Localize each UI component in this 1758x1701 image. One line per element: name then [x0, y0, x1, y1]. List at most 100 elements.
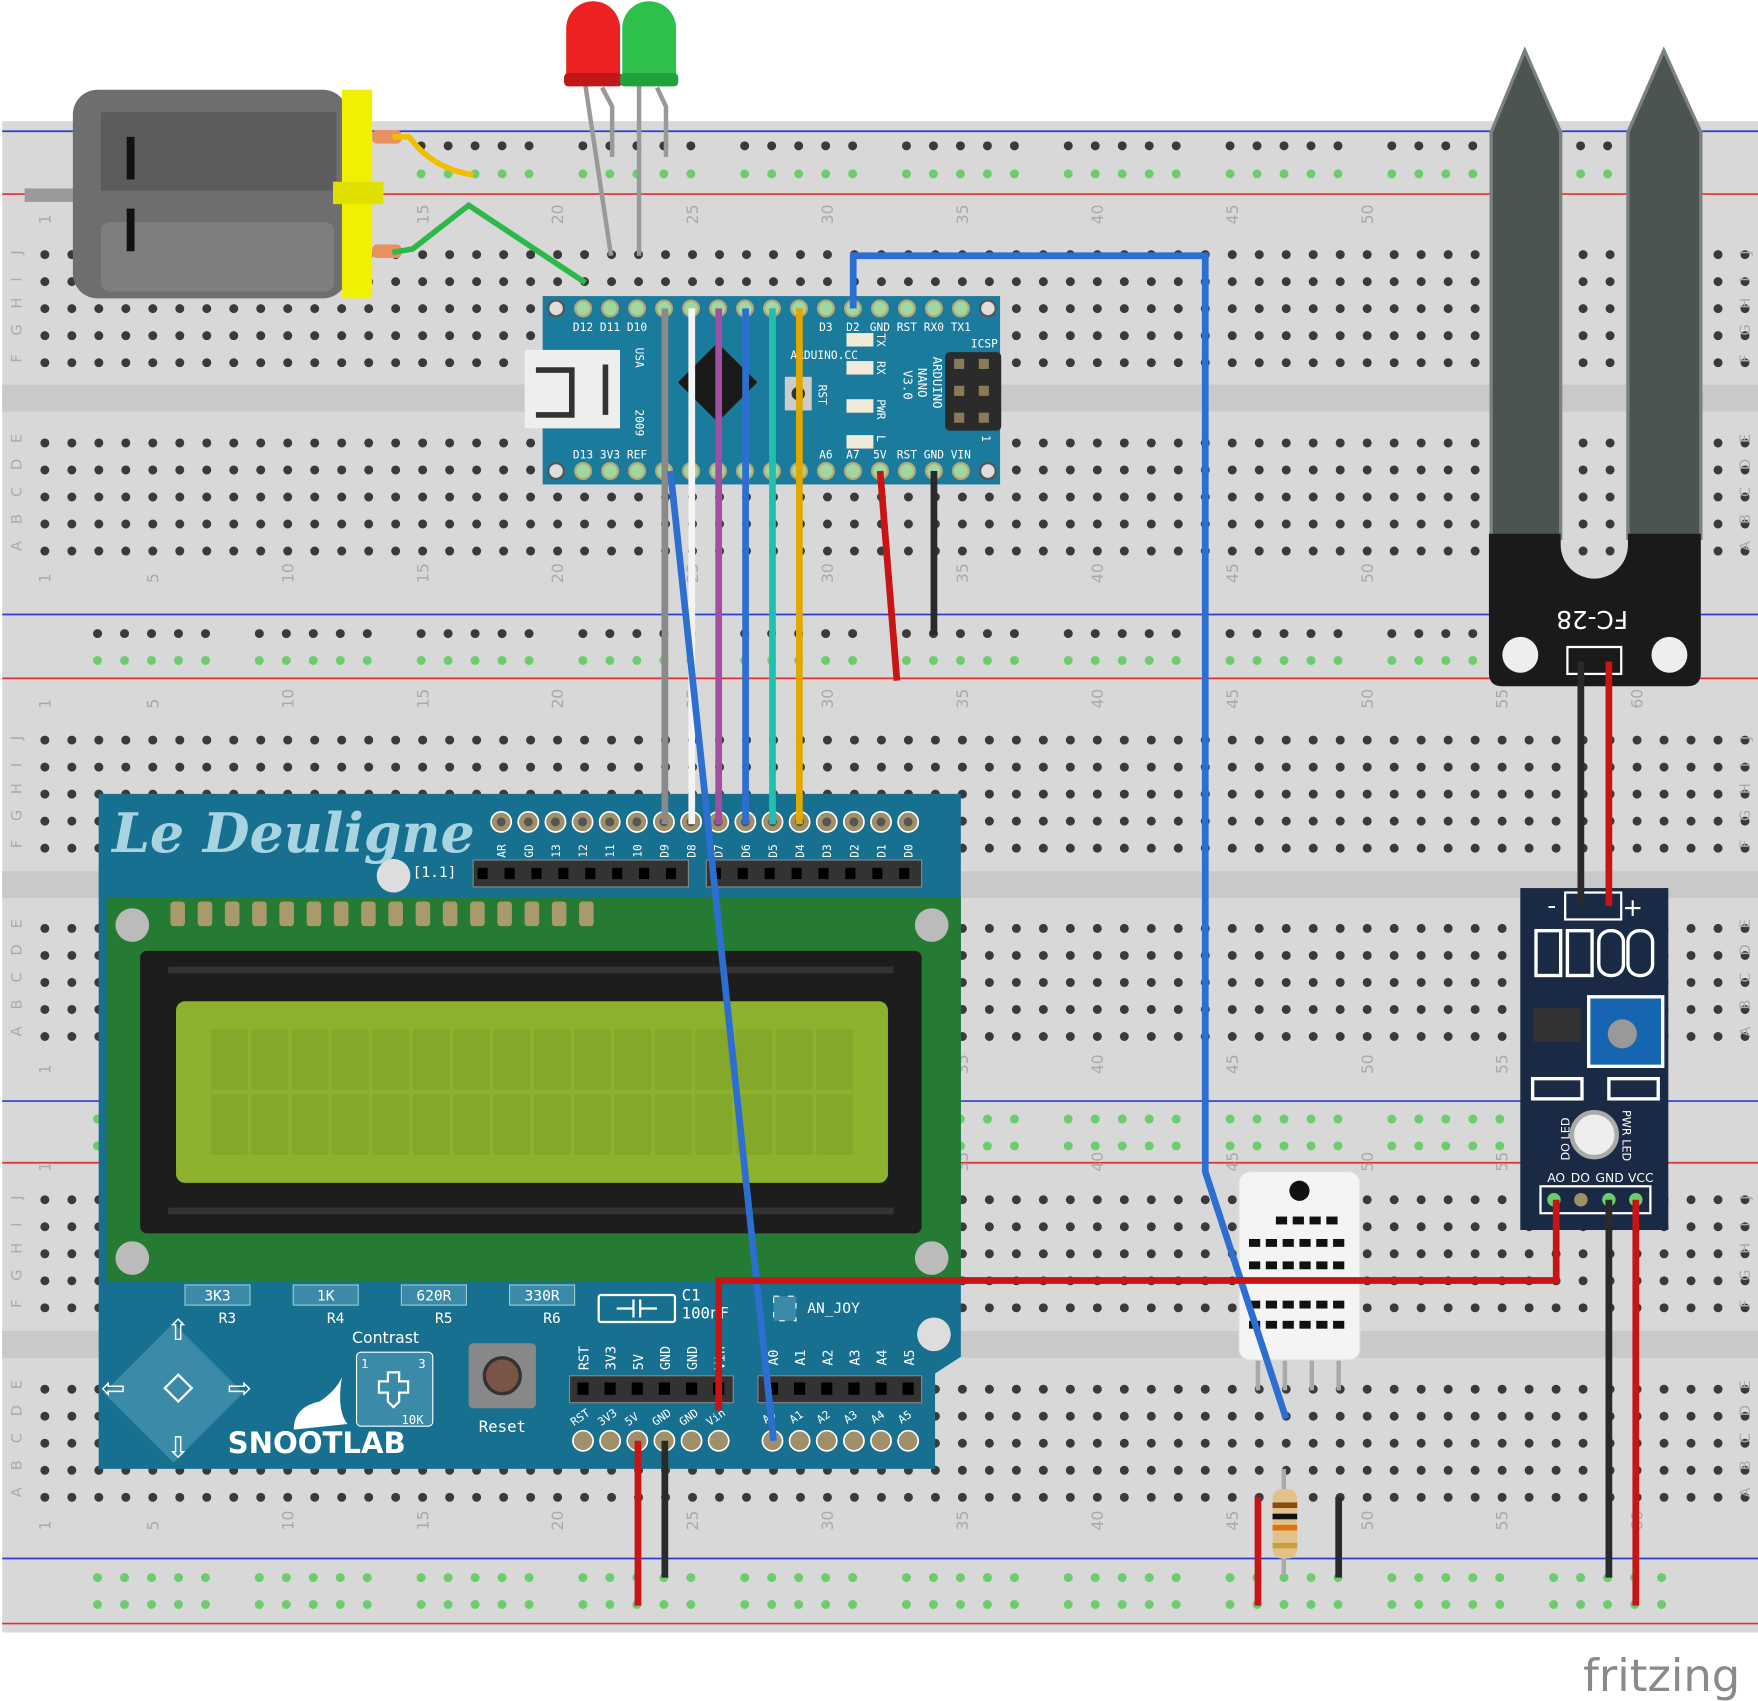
power-rail-hole[interactable] [928, 141, 938, 151]
breadboard-hole[interactable] [1578, 304, 1588, 314]
power-rail-hole[interactable] [686, 1573, 696, 1583]
breadboard-hole[interactable] [1065, 465, 1075, 475]
breadboard-hole[interactable] [1038, 1492, 1048, 1502]
breadboard-hole[interactable] [1065, 1492, 1075, 1502]
breadboard-hole[interactable] [1443, 358, 1453, 368]
breadboard-hole[interactable] [1335, 492, 1345, 502]
breadboard-hole[interactable] [418, 546, 428, 556]
breadboard-hole[interactable] [1119, 546, 1129, 556]
breadboard-hole[interactable] [391, 465, 401, 475]
breadboard-hole[interactable] [472, 277, 482, 287]
breadboard-hole[interactable] [1632, 762, 1642, 772]
breadboard-hole[interactable] [1470, 843, 1480, 853]
breadboard-hole[interactable] [1038, 1222, 1048, 1232]
power-rail-hole[interactable] [1252, 1141, 1262, 1151]
breadboard-hole[interactable] [1335, 331, 1345, 341]
breadboard-hole[interactable] [1146, 1222, 1156, 1232]
breadboard-hole[interactable] [1038, 1438, 1048, 1448]
breadboard-hole[interactable] [1416, 735, 1426, 745]
breadboard-hole[interactable] [1065, 1438, 1075, 1448]
breadboard-hole[interactable] [1119, 843, 1129, 853]
breadboard-hole[interactable] [40, 1438, 50, 1448]
breadboard-hole[interactable] [1578, 1492, 1588, 1502]
power-rail-hole[interactable] [497, 169, 507, 179]
breadboard-hole[interactable] [1065, 762, 1075, 772]
nano-pin[interactable] [601, 462, 620, 480]
breadboard-hole[interactable] [1659, 735, 1669, 745]
breadboard-hole[interactable] [67, 1438, 77, 1448]
breadboard-hole[interactable] [1227, 816, 1237, 826]
breadboard-hole[interactable] [957, 1465, 967, 1475]
breadboard-hole[interactable] [1389, 1438, 1399, 1448]
breadboard-hole[interactable] [40, 1384, 50, 1394]
breadboard-hole[interactable] [1686, 1004, 1696, 1014]
breadboard-hole[interactable] [1551, 735, 1561, 745]
breadboard-hole[interactable] [202, 519, 212, 529]
breadboard-hole[interactable] [526, 277, 536, 287]
power-rail-hole[interactable] [1117, 169, 1127, 179]
breadboard-hole[interactable] [1713, 1411, 1723, 1421]
power-rail-hole[interactable] [1279, 655, 1289, 665]
breadboard-hole[interactable] [1524, 789, 1534, 799]
breadboard-hole[interactable] [984, 923, 994, 933]
nano-pin[interactable] [897, 462, 916, 480]
breadboard-hole[interactable] [1119, 438, 1129, 448]
breadboard-hole[interactable] [903, 1492, 913, 1502]
breadboard-hole[interactable] [580, 546, 590, 556]
breadboard-hole[interactable] [1713, 304, 1723, 314]
breadboard-hole[interactable] [1686, 735, 1696, 745]
breadboard-hole[interactable] [1740, 977, 1750, 987]
breadboard-hole[interactable] [1335, 358, 1345, 368]
breadboard-hole[interactable] [1173, 519, 1183, 529]
breadboard-hole[interactable] [229, 519, 239, 529]
breadboard-hole[interactable] [40, 1303, 50, 1313]
breadboard-hole[interactable] [67, 438, 77, 448]
power-rail-hole[interactable] [578, 655, 588, 665]
power-rail-hole[interactable] [308, 629, 318, 639]
breadboard-hole[interactable] [1713, 465, 1723, 475]
nano-pin[interactable] [924, 299, 943, 318]
breadboard-hole[interactable] [984, 1384, 994, 1394]
breadboard-hole[interactable] [1308, 1438, 1318, 1448]
breadboard-hole[interactable] [1578, 277, 1588, 287]
breadboard-hole[interactable] [1497, 977, 1507, 987]
breadboard-hole[interactable] [1443, 1384, 1453, 1394]
breadboard-hole[interactable] [1551, 1384, 1561, 1394]
breadboard-hole[interactable] [1011, 950, 1021, 960]
breadboard-hole[interactable] [1686, 1222, 1696, 1232]
breadboard-hole[interactable] [1740, 1249, 1750, 1259]
breadboard-hole[interactable] [418, 519, 428, 529]
breadboard-hole[interactable] [391, 331, 401, 341]
breadboard-hole[interactable] [229, 735, 239, 745]
power-rail-hole[interactable] [740, 141, 750, 151]
power-rail-hole[interactable] [578, 1600, 588, 1609]
breadboard-hole[interactable] [94, 519, 104, 529]
breadboard-hole[interactable] [903, 492, 913, 502]
breadboard-hole[interactable] [1740, 1411, 1750, 1421]
breadboard-hole[interactable] [1092, 465, 1102, 475]
breadboard-hole[interactable] [202, 358, 212, 368]
breadboard-hole[interactable] [1227, 1222, 1237, 1232]
breadboard-hole[interactable] [1416, 277, 1426, 287]
power-rail-hole[interactable] [1171, 1114, 1181, 1124]
breadboard-hole[interactable] [283, 735, 293, 745]
breadboard-hole[interactable] [445, 277, 455, 287]
breadboard-hole[interactable] [67, 1195, 77, 1205]
breadboard-hole[interactable] [984, 735, 994, 745]
power-rail-hole[interactable] [1009, 1573, 1019, 1583]
nano-pin[interactable] [628, 299, 647, 318]
power-rail-hole[interactable] [955, 629, 965, 639]
breadboard-hole[interactable] [1308, 465, 1318, 475]
breadboard-hole[interactable] [1065, 1032, 1075, 1041]
breadboard-hole[interactable] [1308, 977, 1318, 987]
breadboard-hole[interactable] [121, 519, 131, 529]
breadboard-hole[interactable] [1713, 438, 1723, 448]
breadboard-hole[interactable] [364, 358, 374, 368]
breadboard-hole[interactable] [1173, 277, 1183, 287]
breadboard-hole[interactable] [1443, 304, 1453, 314]
breadboard-hole[interactable] [1578, 331, 1588, 341]
breadboard-hole[interactable] [310, 735, 320, 745]
breadboard-hole[interactable] [1011, 277, 1021, 287]
breadboard-hole[interactable] [1713, 923, 1723, 933]
breadboard-hole[interactable] [1335, 1032, 1345, 1041]
